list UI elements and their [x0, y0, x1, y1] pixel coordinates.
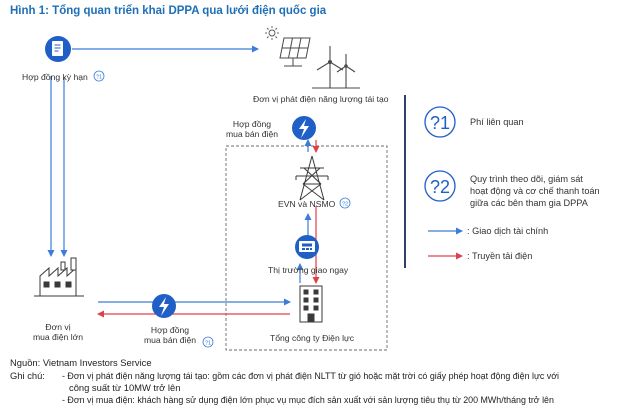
label-contract-term: Hợp đồng kỳ hạn	[22, 72, 88, 82]
label-power-contract-bottom-2: mua bán điện	[143, 335, 197, 345]
footer-note-1-line-2: công suất từ 10MW trở lên	[69, 382, 181, 393]
cash-register-icon	[295, 235, 319, 259]
footer-note-2: - Đơn vị mua điện: khách hàng sử dụng đi…	[62, 395, 554, 405]
label-spot-market: Thị trường giao ngay	[268, 265, 349, 275]
office-building-icon	[299, 285, 323, 323]
badge-text-bottom-contract: ?1	[205, 341, 211, 347]
footer-source: Nguồn: Vietnam Investors Service	[10, 357, 152, 368]
footer-note-label: Ghi chú:	[10, 370, 45, 381]
label-power-contract-top-1: Hợp đồng	[232, 119, 272, 129]
legend-fee-symbol-text: ?1	[430, 113, 450, 133]
legend-power-text: : Truyền tải điện	[467, 251, 533, 261]
wind-turbine-icon	[312, 46, 360, 89]
badge-text-contract-term: ?1	[96, 75, 102, 81]
label-buyer-2: mua điện lớn	[32, 332, 84, 342]
legend-fee-text: Phí liên quan	[470, 117, 524, 127]
legend-process-line-2: hoạt động và cơ chế thanh toán	[470, 186, 600, 196]
fee-badge-icon-top	[93, 70, 105, 82]
process-badge-icon-evn	[339, 197, 351, 209]
legend-process-symbol-text: ?2	[430, 177, 450, 197]
transmission-tower-icon	[295, 155, 329, 201]
badge-text-evn: ?2	[342, 202, 348, 208]
label-renewable-generator: Đơn vị phát điện năng lượng tái tạo	[253, 94, 389, 104]
factory-icon	[34, 257, 84, 297]
legend-fee-symbol	[424, 106, 456, 138]
contract-document-icon	[45, 36, 71, 62]
fee-badge-icon-bottom	[202, 336, 214, 348]
grid-boundary-box	[225, 145, 388, 351]
label-evn-nsmo: EVN và NSMO	[278, 199, 336, 209]
figure-title: Hình 1: Tổng quan triển khai DPPA qua lư…	[10, 5, 327, 17]
label-buyer-1: Đơn vị	[45, 322, 71, 332]
footer-note-1-line-1: - Đơn vị phát điện năng lượng tái tạo: g…	[62, 371, 560, 381]
legend-process-symbol	[424, 170, 456, 202]
legend-financial-text: : Giao dịch tài chính	[467, 226, 549, 236]
lightning-contract-icon-top	[292, 116, 316, 140]
legend-process-line-1: Quy trình theo dõi, giám sát	[470, 174, 583, 184]
legend-process-line-3: giữa các bên tham gia DPPA	[470, 198, 588, 208]
label-power-corp: Tổng công ty Điện lực	[270, 333, 355, 343]
sun-icon	[265, 26, 279, 40]
label-power-contract-top-2: mua bán điện	[225, 129, 279, 139]
lightning-contract-icon-bottom	[152, 294, 176, 318]
label-power-contract-bottom-1: Hợp đồng	[150, 325, 190, 335]
solar-panel-icon	[279, 37, 311, 67]
